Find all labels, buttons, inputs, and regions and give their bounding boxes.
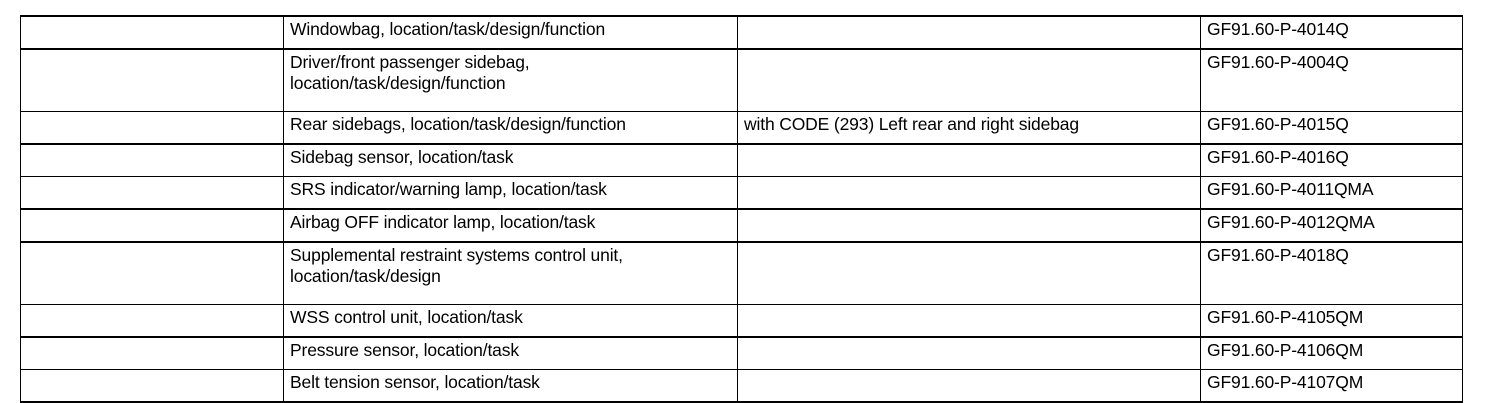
row-condition-cell	[737, 241, 1201, 305]
table-row: WSS control unit, location/task GF91.60-…	[20, 304, 1463, 338]
table-row: Pressure sensor, location/task GF91.60-P…	[20, 336, 1463, 370]
table-row: Driver/front passenger sidebag, location…	[20, 48, 1463, 112]
row-document-number-cell: GF91.60-P-4016Q	[1200, 143, 1463, 177]
row-condition-cell	[737, 369, 1201, 403]
row-document-number-cell: GF91.60-P-4105QM	[1200, 304, 1463, 338]
row-description-cell: Sidebag sensor, location/task	[283, 143, 738, 177]
row-document-number-cell: GF91.60-P-4018Q	[1200, 241, 1463, 305]
row-description-cell: Driver/front passenger sidebag, location…	[283, 48, 738, 112]
table-row: SRS indicator/warning lamp, location/tas…	[20, 176, 1463, 210]
row-blank-cell	[20, 336, 284, 370]
row-condition-cell	[737, 208, 1201, 243]
row-document-number-cell: GF91.60-P-4012QMA	[1200, 208, 1463, 243]
row-blank-cell	[20, 111, 284, 145]
row-description-cell: Belt tension sensor, location/task	[283, 369, 738, 403]
row-condition-cell	[737, 304, 1201, 338]
row-description-cell: Windowbag, location/task/design/function	[283, 15, 738, 50]
row-blank-cell	[20, 48, 284, 112]
row-condition-cell	[737, 176, 1201, 210]
row-blank-cell	[20, 304, 284, 338]
table-row: Supplemental restraint systems control u…	[20, 241, 1463, 305]
table-row: Belt tension sensor, location/task GF91.…	[20, 369, 1463, 403]
row-description-cell: Rear sidebags, location/task/design/func…	[283, 111, 738, 145]
table-body: Windowbag, location/task/design/function…	[20, 15, 1463, 403]
row-condition-cell	[737, 336, 1201, 370]
row-document-number-cell: GF91.60-P-4004Q	[1200, 48, 1463, 112]
row-description-cell: Supplemental restraint systems control u…	[283, 241, 738, 305]
reference-table: Windowbag, location/task/design/function…	[20, 15, 1463, 403]
row-description-cell: Pressure sensor, location/task	[283, 336, 738, 370]
row-blank-cell	[20, 369, 284, 403]
table-row: Airbag OFF indicator lamp, location/task…	[20, 208, 1463, 243]
row-description-cell: Airbag OFF indicator lamp, location/task	[283, 208, 738, 243]
row-description-cell: SRS indicator/warning lamp, location/tas…	[283, 176, 738, 210]
row-condition-cell	[737, 48, 1201, 112]
row-condition-cell	[737, 143, 1201, 177]
row-document-number-cell: GF91.60-P-4106QM	[1200, 336, 1463, 370]
table-row: Windowbag, location/task/design/function…	[20, 15, 1463, 50]
table-row: Sidebag sensor, location/task GF91.60-P-…	[20, 143, 1463, 177]
row-document-number-cell: GF91.60-P-4014Q	[1200, 15, 1463, 50]
row-blank-cell	[20, 143, 284, 177]
row-blank-cell	[20, 176, 284, 210]
row-condition-cell: with CODE (293) Left rear and right side…	[737, 111, 1201, 145]
row-document-number-cell: GF91.60-P-4015Q	[1200, 111, 1463, 145]
row-description-cell: WSS control unit, location/task	[283, 304, 738, 338]
row-document-number-cell: GF91.60-P-4107QM	[1200, 369, 1463, 403]
row-condition-cell	[737, 15, 1201, 50]
row-document-number-cell: GF91.60-P-4011QMA	[1200, 176, 1463, 210]
row-blank-cell	[20, 208, 284, 243]
table-row: Rear sidebags, location/task/design/func…	[20, 111, 1463, 145]
row-blank-cell	[20, 241, 284, 305]
row-blank-cell	[20, 15, 284, 50]
